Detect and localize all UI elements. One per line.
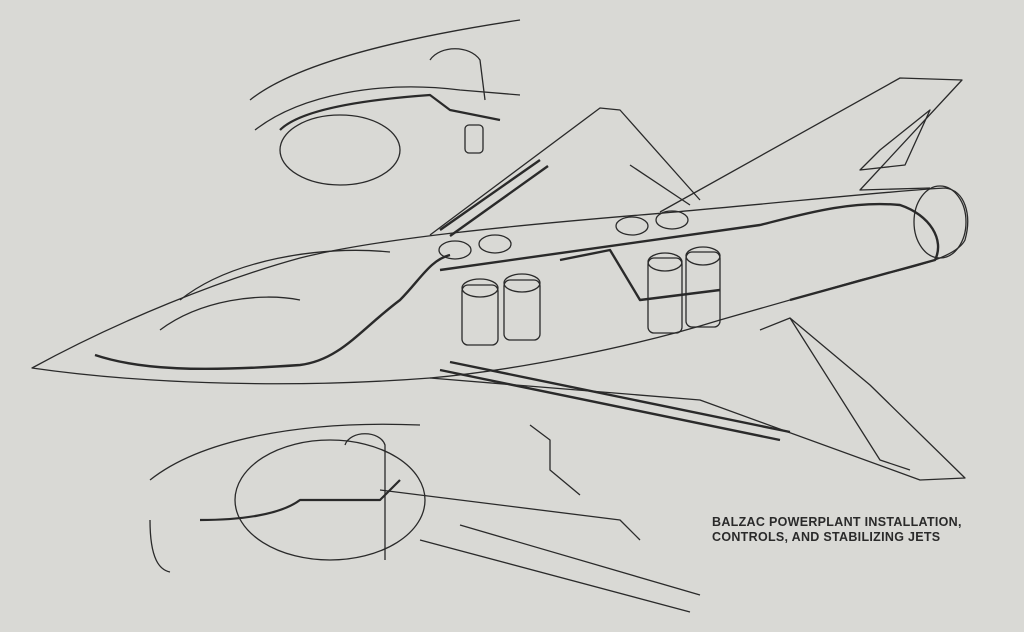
inset-upper-cockpit — [249, 19, 521, 186]
lift-engines — [438, 210, 721, 346]
caption-line-1: BALZAC POWERPLANT INSTALLATION, — [712, 515, 962, 529]
inset-lower-cockpit — [149, 423, 701, 613]
wing-upper — [429, 107, 701, 236]
figure-caption: BALZAC POWERPLANT INSTALLATION, CONTROLS… — [712, 515, 962, 545]
vertical-fin — [659, 77, 963, 213]
fuselage-outline — [31, 185, 969, 385]
wing-lower — [429, 317, 966, 481]
caption-line-2: CONTROLS, AND STABILIZING JETS — [712, 530, 941, 544]
control-ducts — [94, 159, 940, 442]
